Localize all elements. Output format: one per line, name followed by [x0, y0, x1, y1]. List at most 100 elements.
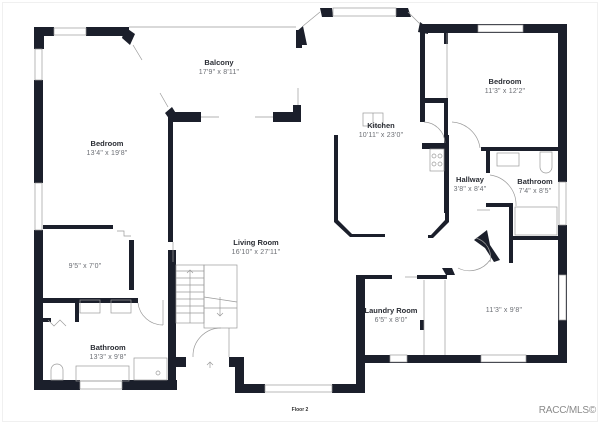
- window: [53, 27, 87, 36]
- door-swing: [159, 92, 169, 108]
- floor-label: Floor 2: [291, 407, 309, 413]
- window: [79, 380, 123, 390]
- window: [477, 24, 524, 33]
- wall: [420, 98, 448, 103]
- room-bathroom-left: Bathroom 13'3" x 9'8": [90, 343, 127, 361]
- watermark: RACC/MLS©: [538, 405, 596, 416]
- wall: [486, 203, 512, 207]
- wall: [417, 275, 447, 279]
- wall: [486, 147, 490, 173]
- room-dimensions: 3'8" x 8'4": [453, 186, 487, 193]
- wall: [43, 298, 138, 303]
- room-living-room: Living Room 16'10" x 27'11": [232, 238, 281, 256]
- wall: [168, 250, 176, 390]
- window: [34, 182, 43, 231]
- wall: [43, 225, 113, 229]
- room-laundry-room: Laundry Room 6'5" x 8'0": [365, 306, 418, 324]
- wall: [34, 380, 80, 390]
- window: [302, 11, 321, 27]
- wall: [165, 107, 177, 120]
- room-name: Bathroom: [517, 177, 553, 186]
- wall: [235, 384, 265, 393]
- wall: [34, 27, 54, 36]
- room-name: Kitchen: [367, 121, 395, 130]
- room-lower-right: 11'3" x 9'8": [486, 305, 522, 314]
- kitchen-counter: [428, 135, 449, 238]
- stove-icon: [429, 148, 445, 172]
- door-swing: [132, 44, 143, 61]
- bathtub-icon: [514, 206, 558, 236]
- toilet-icon: [50, 363, 64, 381]
- door-swing: [457, 259, 491, 272]
- room-dimensions: 11'3" x 12'2": [484, 88, 526, 95]
- wall: [122, 27, 135, 45]
- toilet-icon: [539, 151, 553, 174]
- entry-arrow-icon: [206, 361, 214, 366]
- wall: [86, 27, 129, 36]
- room-closet-left: 9'5" x 7'0": [69, 261, 102, 270]
- room-dimensions: 13'3" x 9'8": [89, 354, 127, 361]
- wall: [293, 105, 301, 122]
- wall: [75, 300, 79, 322]
- room-bedroom-right: Bedroom 11'3" x 12'2": [485, 77, 525, 95]
- window: [558, 181, 567, 226]
- room-balcony: Balcony 17'9" x 8'11": [199, 58, 239, 76]
- window: [558, 274, 567, 321]
- window: [389, 354, 408, 363]
- room-dimensions: 7'4" x 8'5": [518, 188, 552, 195]
- wall: [43, 318, 51, 322]
- room-dimensions: 17'9" x 8'11": [198, 69, 240, 76]
- bathroom-sink-icon: [496, 152, 520, 167]
- door-swing: [451, 121, 481, 149]
- bifold-door: [47, 319, 67, 327]
- stair-landing: [203, 264, 238, 329]
- wall: [356, 275, 392, 279]
- room-name: Bedroom: [90, 139, 124, 148]
- wall: [168, 112, 173, 242]
- wall: [176, 357, 186, 367]
- room-name: Living Room: [233, 238, 279, 247]
- wall: [481, 147, 566, 151]
- wall: [34, 230, 43, 390]
- bathtub-icon: [75, 365, 130, 382]
- window: [264, 384, 333, 393]
- window: [34, 48, 43, 81]
- wall: [356, 275, 365, 393]
- wall: [273, 112, 300, 122]
- entry-door-swing: [192, 327, 222, 358]
- room-dimensions: 9'5" x 7'0": [68, 263, 102, 270]
- room-name: Laundry Room: [364, 306, 418, 315]
- vanity-sink-icon: [79, 299, 101, 314]
- window: [480, 354, 527, 363]
- room-hallway: Hallway 3'8" x 8'4": [454, 175, 487, 193]
- wall: [420, 320, 424, 330]
- room-dimensions: 13'4" x 19'8": [86, 150, 128, 157]
- stair-notch: [117, 230, 131, 237]
- wall: [444, 30, 448, 44]
- wall: [296, 30, 302, 48]
- door-swing: [475, 237, 491, 263]
- wall: [512, 236, 558, 240]
- wall: [558, 24, 567, 182]
- wall: [168, 112, 201, 122]
- wall: [34, 27, 44, 49]
- door-swing: [423, 121, 446, 144]
- wall: [235, 357, 244, 393]
- up-arrow-icon: [186, 269, 194, 274]
- room-kitchen: Kitchen 10'11" x 23'0": [359, 121, 404, 139]
- wall: [332, 384, 364, 393]
- wall: [359, 355, 567, 363]
- wall: [129, 240, 134, 290]
- wall: [420, 24, 425, 122]
- room-name: Bathroom: [90, 343, 126, 352]
- room-dimensions: 16'10" x 27'11": [231, 249, 281, 256]
- window: [332, 7, 397, 17]
- wall: [396, 8, 411, 17]
- room-dimensions: 6'5" x 8'0": [374, 317, 408, 324]
- wall: [509, 203, 513, 263]
- room-bedroom-left: Bedroom 13'4" x 19'8": [87, 139, 128, 157]
- wall: [34, 80, 43, 183]
- room-dimensions: 10'11" x 23'0": [358, 132, 404, 139]
- vanity-sink-icon: [110, 299, 132, 314]
